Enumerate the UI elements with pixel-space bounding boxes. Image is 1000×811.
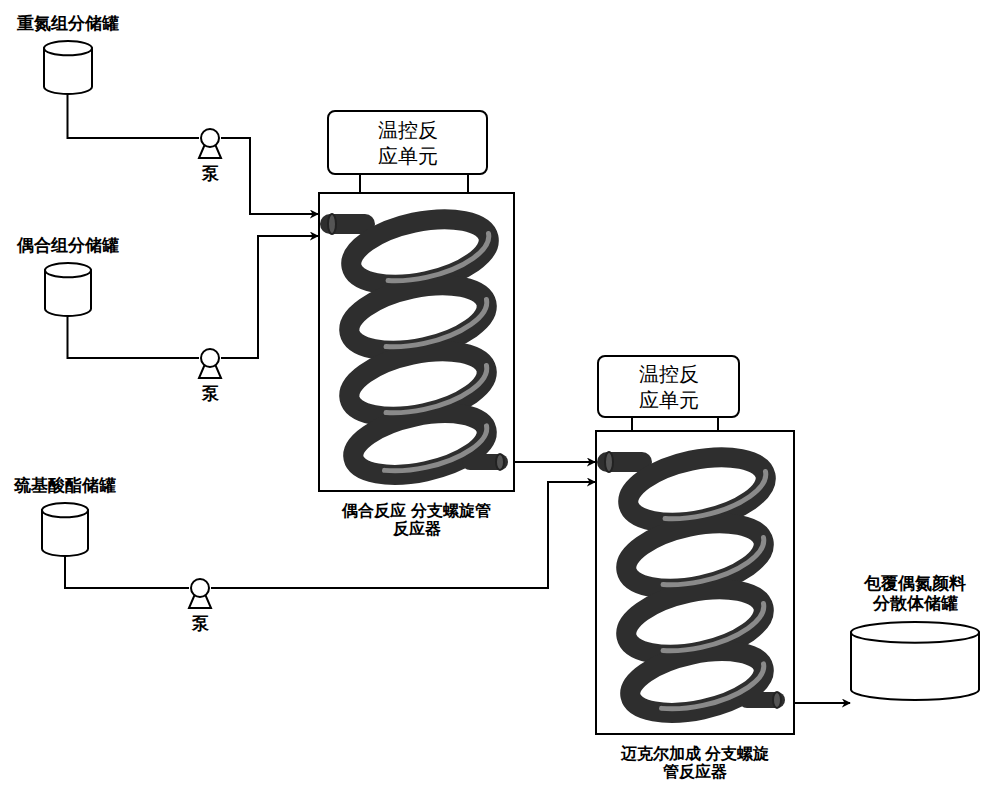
node-label: 巯基酸酯储罐: [0, 476, 130, 496]
control-box: 温控反 应单元: [327, 110, 488, 175]
node-label: 重氮组分储罐: [5, 14, 130, 34]
storage-tank: 偶合组分储罐: [5, 236, 130, 317]
storage-tank: 重氮组分储罐: [5, 14, 130, 95]
flow-line: [360, 175, 468, 192]
flow-line: [68, 95, 200, 138]
reactor-frame: [318, 192, 515, 492]
pump-symbol: [197, 128, 223, 160]
pump: 泵: [190, 128, 230, 184]
tank-top: [45, 263, 91, 277]
flow-line: [221, 138, 318, 214]
storage-tank: 包覆偶氮颜料 分散体储罐: [835, 574, 995, 701]
node-label: 偶合反应 分支螺旋管反应器: [318, 502, 515, 539]
reactor-frame: [595, 430, 795, 735]
node-label: 泵: [180, 614, 220, 634]
pump-head: [201, 129, 219, 147]
pump: 泵: [190, 348, 230, 404]
node-label: 泵: [190, 164, 230, 184]
unit-label: 温控反 应单元: [368, 117, 448, 169]
pump-head: [201, 349, 219, 367]
tank-symbol: [41, 502, 89, 557]
reactor-label-wrap: 迈克尔加成 分支螺旋管反应器: [620, 745, 770, 782]
node-label: 包覆偶氮颜料 分散体储罐: [859, 574, 971, 613]
node-label: 泵: [190, 384, 230, 404]
flow-line: [65, 557, 189, 588]
flow-line: [68, 317, 200, 358]
reactor-unit: 偶合反应 分支螺旋管反应器: [318, 192, 515, 539]
flow-line: [632, 418, 718, 430]
pump-head: [191, 579, 209, 597]
storage-tank: 巯基酸酯储罐: [0, 476, 130, 557]
tank-symbol: [44, 262, 92, 317]
unit-label: 温控反 应单元: [629, 361, 709, 413]
node-label: 迈克尔加成 分支螺旋管反应器: [595, 745, 795, 782]
reactor-unit: 迈克尔加成 分支螺旋管反应器: [595, 430, 795, 782]
tank-symbol: [850, 621, 980, 701]
tank-top: [44, 41, 92, 55]
flow-line: [515, 461, 595, 463]
tank-top: [42, 503, 88, 517]
flow-line: [211, 482, 595, 588]
tank-top: [851, 622, 979, 643]
flow-line: [221, 236, 318, 358]
reactor-label-wrap: 偶合反应 分支螺旋管反应器: [342, 502, 492, 539]
pump-symbol: [197, 348, 223, 380]
flow-line: [795, 702, 850, 704]
pump-symbol: [187, 578, 213, 610]
node-label: 偶合组分储罐: [5, 236, 130, 256]
pump: 泵: [180, 578, 220, 634]
control-box: 温控反 应单元: [597, 355, 740, 418]
tank-symbol: [43, 40, 93, 95]
